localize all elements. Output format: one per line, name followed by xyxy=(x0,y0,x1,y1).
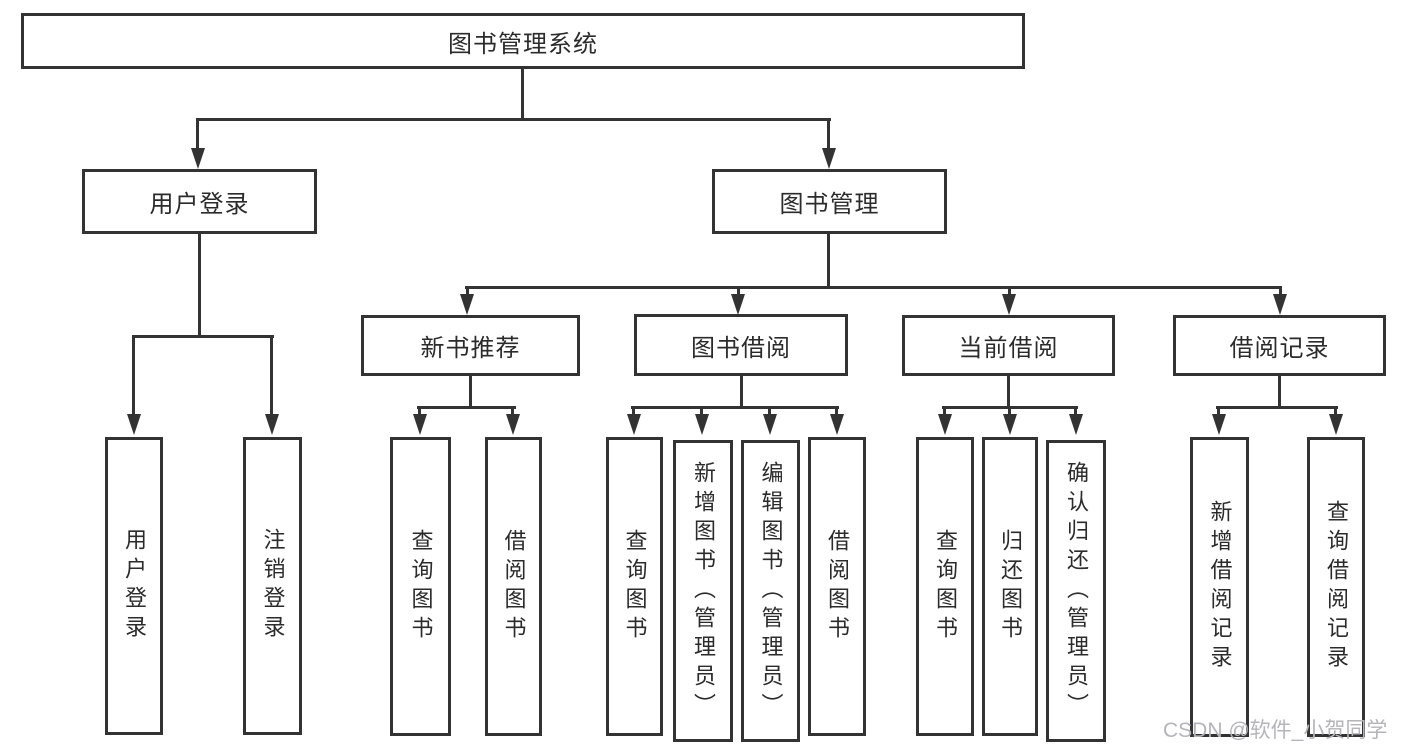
connector-book-management-stem xyxy=(827,234,830,289)
arrow-down-icon xyxy=(1273,294,1287,315)
connector-user-login-stem xyxy=(198,234,201,338)
arrow-down-icon xyxy=(1212,414,1226,435)
node-user-login-label: 用户登录 xyxy=(149,191,250,218)
leaf-query-books-borrow-label: 查询图书 xyxy=(622,528,648,645)
leaf-query-books-recommend-label: 查询图书 xyxy=(408,528,434,645)
connector-to-leaf-user-login xyxy=(132,335,135,415)
arrow-down-icon xyxy=(191,148,205,169)
connector-leaf xyxy=(1074,406,1077,416)
connector-to-new-book xyxy=(466,286,469,296)
connector-to-book-management xyxy=(827,118,830,150)
node-current-borrow-label: 当前借阅 xyxy=(958,335,1059,362)
node-borrow-records: 借阅记录 xyxy=(1173,315,1386,376)
node-new-book-recommend: 新书推荐 xyxy=(361,315,580,376)
connector-to-user-login xyxy=(196,118,199,150)
connector-to-borrow-records xyxy=(1279,286,1282,296)
leaf-edit-book-admin-label: 编辑图书（管理员） xyxy=(758,460,784,722)
connector-leaf xyxy=(511,406,514,416)
connector-root-stem xyxy=(521,69,524,120)
connector-groupB-bar xyxy=(631,406,839,409)
connector-leaf xyxy=(835,406,838,416)
connector-groupB-stem xyxy=(740,376,743,408)
node-user-login: 用户登录 xyxy=(82,169,317,234)
leaf-borrow-books: 借阅图书 xyxy=(808,437,866,736)
leaf-query-books-borrow: 查询图书 xyxy=(606,437,663,736)
node-book-management-label: 图书管理 xyxy=(779,191,880,218)
arrow-down-icon xyxy=(460,294,474,315)
node-root-label: 图书管理系统 xyxy=(448,30,598,58)
connector-leaf xyxy=(943,406,946,416)
arrow-down-icon xyxy=(1003,414,1017,435)
node-book-borrow: 图书借阅 xyxy=(634,314,848,376)
node-new-book-recommend-label: 新书推荐 xyxy=(420,335,521,362)
connector-leaf xyxy=(1008,406,1011,416)
connector-level3-bar xyxy=(465,286,1282,289)
connector-groupC-stem xyxy=(1007,376,1010,408)
connector-to-leaf-logout xyxy=(270,335,273,415)
leaf-query-borrow-record-label: 查询借阅记录 xyxy=(1324,500,1349,674)
arrow-down-icon xyxy=(822,148,836,169)
leaf-return-book: 归还图书 xyxy=(982,437,1038,736)
csdn-watermark: CSDN @软件_小贺同学 xyxy=(1163,719,1388,742)
connector-groupA-stem xyxy=(469,375,472,408)
leaf-query-books-current-label: 查询图书 xyxy=(933,528,958,645)
connector-groupD-stem xyxy=(1278,376,1281,408)
leaf-confirm-return-admin-label: 确认归还（管理员） xyxy=(1064,460,1089,722)
node-book-management: 图书管理 xyxy=(712,169,947,234)
leaf-confirm-return-admin: 确认归还（管理员） xyxy=(1046,440,1106,742)
leaf-borrow-books-recommend-label: 借阅图书 xyxy=(501,528,527,645)
leaf-borrow-books-recommend: 借阅图书 xyxy=(485,437,542,736)
leaf-user-login-label: 用户登录 xyxy=(122,528,147,644)
leaf-borrow-books-label: 借阅图书 xyxy=(825,528,850,645)
connector-user-login-bar xyxy=(132,335,274,338)
node-book-borrow-label: 图书借阅 xyxy=(691,334,791,362)
connector-leaf xyxy=(1334,406,1337,416)
leaf-return-book-label: 归还图书 xyxy=(998,528,1023,645)
leaf-query-books-recommend: 查询图书 xyxy=(390,437,451,736)
connector-groupD-bar xyxy=(1216,406,1338,409)
leaf-query-borrow-record: 查询借阅记录 xyxy=(1307,437,1365,737)
connector-leaf xyxy=(768,406,771,416)
arrow-down-icon xyxy=(1002,294,1016,315)
leaf-add-borrow-record-label: 新增借阅记录 xyxy=(1207,500,1233,674)
connector-leaf xyxy=(700,406,703,416)
arrow-down-icon xyxy=(763,414,777,435)
arrow-down-icon xyxy=(938,414,952,435)
connector-to-current-borrow xyxy=(1008,286,1011,296)
leaf-add-book-admin-label: 新增图书（管理员） xyxy=(691,460,716,722)
connector-level2-bar xyxy=(196,118,831,121)
arrow-down-icon xyxy=(627,414,641,435)
leaf-logout: 注销登录 xyxy=(243,437,302,735)
arrow-down-icon xyxy=(413,414,427,435)
arrow-down-icon xyxy=(1069,414,1083,435)
node-current-borrow: 当前借阅 xyxy=(902,315,1115,376)
connector-to-book-borrow xyxy=(737,286,740,296)
node-borrow-records-label: 借阅记录 xyxy=(1229,335,1330,362)
arrow-down-icon xyxy=(695,414,709,435)
connector-leaf xyxy=(632,406,635,416)
connector-leaf xyxy=(1217,406,1220,416)
leaf-query-books-current: 查询图书 xyxy=(916,437,974,736)
arrow-down-icon xyxy=(127,414,141,435)
arrow-down-icon xyxy=(731,294,745,315)
leaf-edit-book-admin: 编辑图书（管理员） xyxy=(741,440,800,742)
leaf-logout-label: 注销登录 xyxy=(260,528,286,644)
leaf-add-borrow-record: 新增借阅记录 xyxy=(1190,437,1249,737)
arrow-down-icon xyxy=(830,414,844,435)
arrow-down-icon xyxy=(1329,414,1343,435)
leaf-add-book-admin: 新增图书（管理员） xyxy=(673,440,733,742)
leaf-user-login: 用户登录 xyxy=(105,437,163,735)
arrow-down-icon xyxy=(265,414,279,435)
node-root: 图书管理系统 xyxy=(21,13,1025,69)
arrow-down-icon xyxy=(506,414,520,435)
connector-leaf xyxy=(418,406,421,416)
connector-groupA-bar xyxy=(417,406,516,409)
